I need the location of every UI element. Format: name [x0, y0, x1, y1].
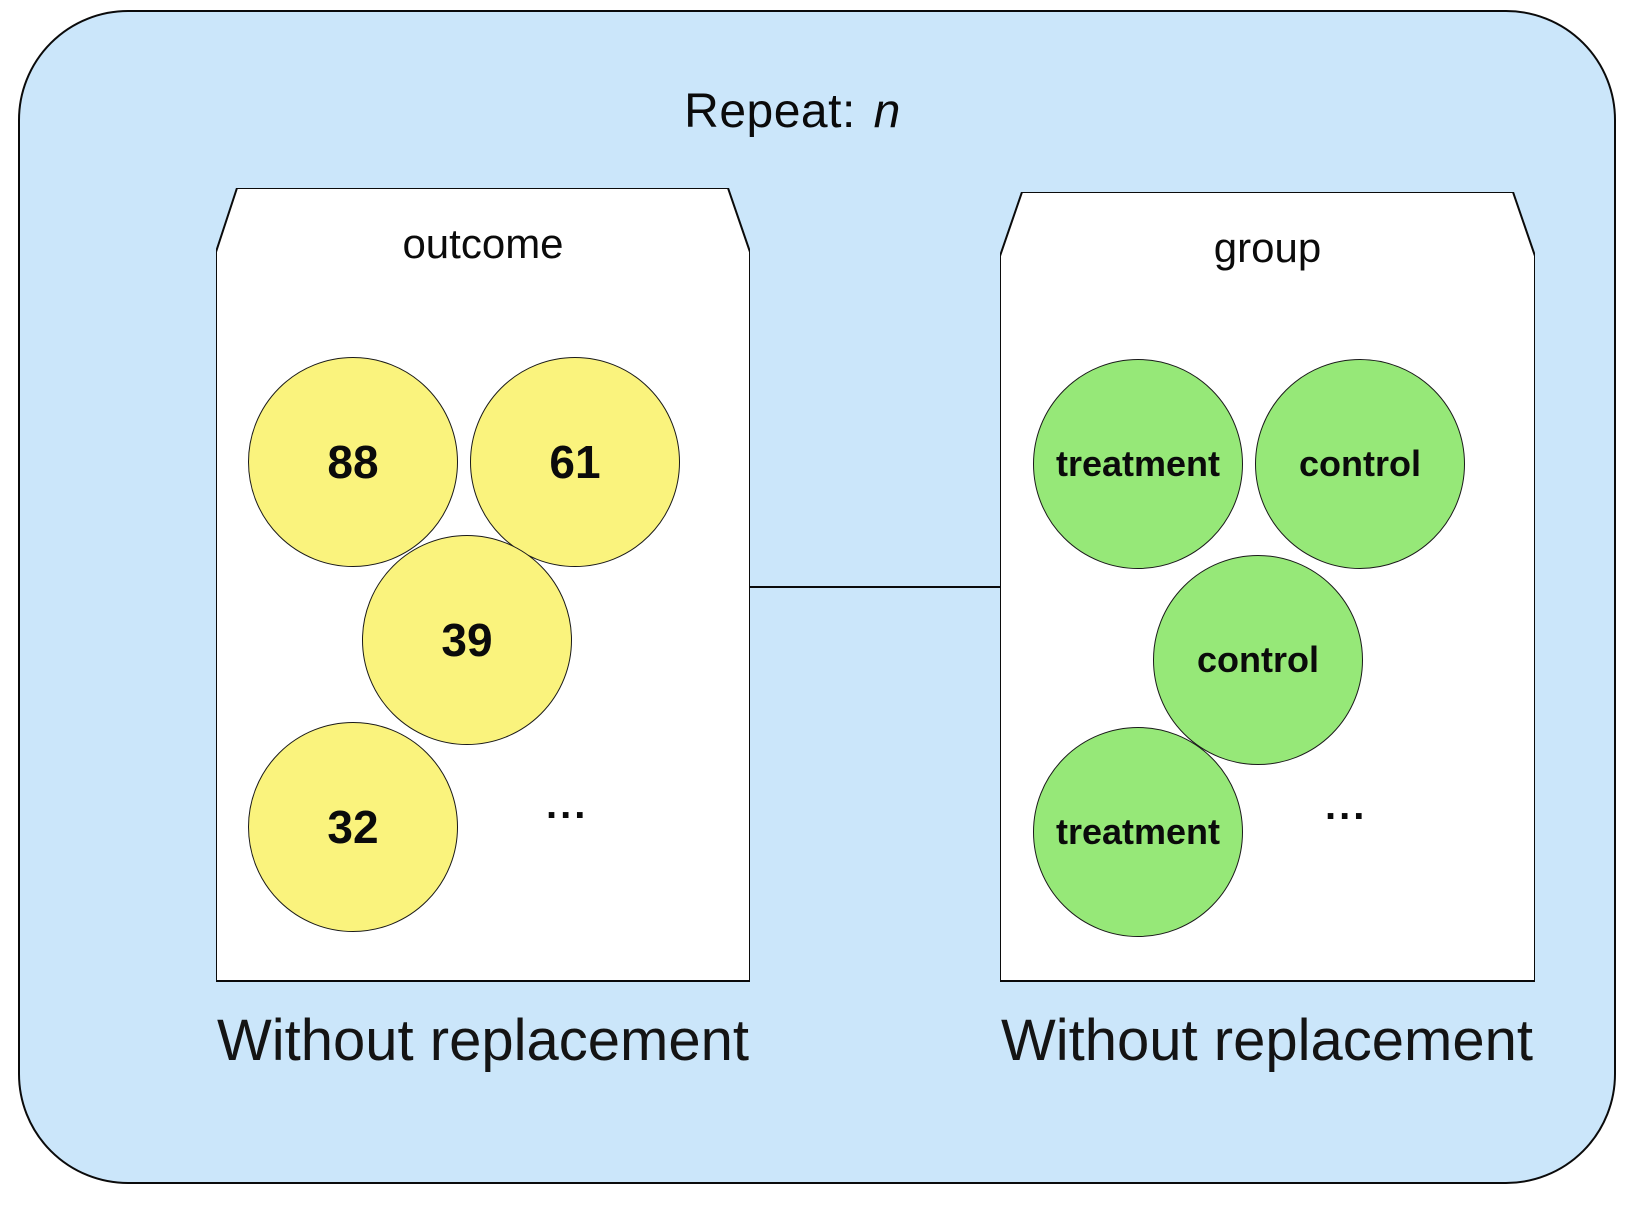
outcome-ball-32: 32 [248, 722, 458, 932]
envelope-outcome: outcome 88 61 39 32 ... [216, 188, 750, 983]
outcome-caption: Without replacement [217, 1008, 749, 1073]
group-ball-treatment-2: treatment [1033, 727, 1243, 937]
connector-line [748, 586, 1002, 588]
outcome-ball-61-value: 61 [549, 436, 601, 488]
outcome-ball-39: 39 [362, 535, 572, 745]
group-ball-control-1: control [1255, 359, 1465, 569]
group-ball-treatment-1-value: treatment [1055, 443, 1221, 484]
title-text: Repeat: [684, 85, 870, 138]
group-ball-control-1-value: control [1299, 443, 1421, 484]
outcome-ellipsis: ... [546, 783, 589, 827]
envelope-outcome-label: outcome [402, 220, 564, 267]
envelope-group: group treatment control control treatmen… [1000, 192, 1535, 983]
outcome-ball-39-value: 39 [441, 614, 493, 666]
outcome-ball-88-value: 88 [327, 436, 379, 488]
envelope-group-label: group [1213, 224, 1322, 271]
group-ball-control-2-value: control [1197, 639, 1319, 680]
outcome-ball-61: 61 [470, 357, 680, 567]
group-ball-control-2: control [1153, 555, 1363, 765]
outcome-ball-88: 88 [248, 357, 458, 567]
group-caption: Without replacement [1001, 1008, 1533, 1073]
group-ball-treatment-1: treatment [1033, 359, 1243, 569]
group-ball-treatment-2-value: treatment [1055, 811, 1221, 852]
panel-title: Repeat: n [20, 84, 1565, 139]
outcome-ball-32-value: 32 [327, 801, 379, 853]
title-variable-n: n [873, 85, 901, 138]
repeat-panel: Repeat: n outcome 88 61 39 32 ... [18, 10, 1616, 1184]
group-ellipsis: ... [1325, 784, 1368, 828]
